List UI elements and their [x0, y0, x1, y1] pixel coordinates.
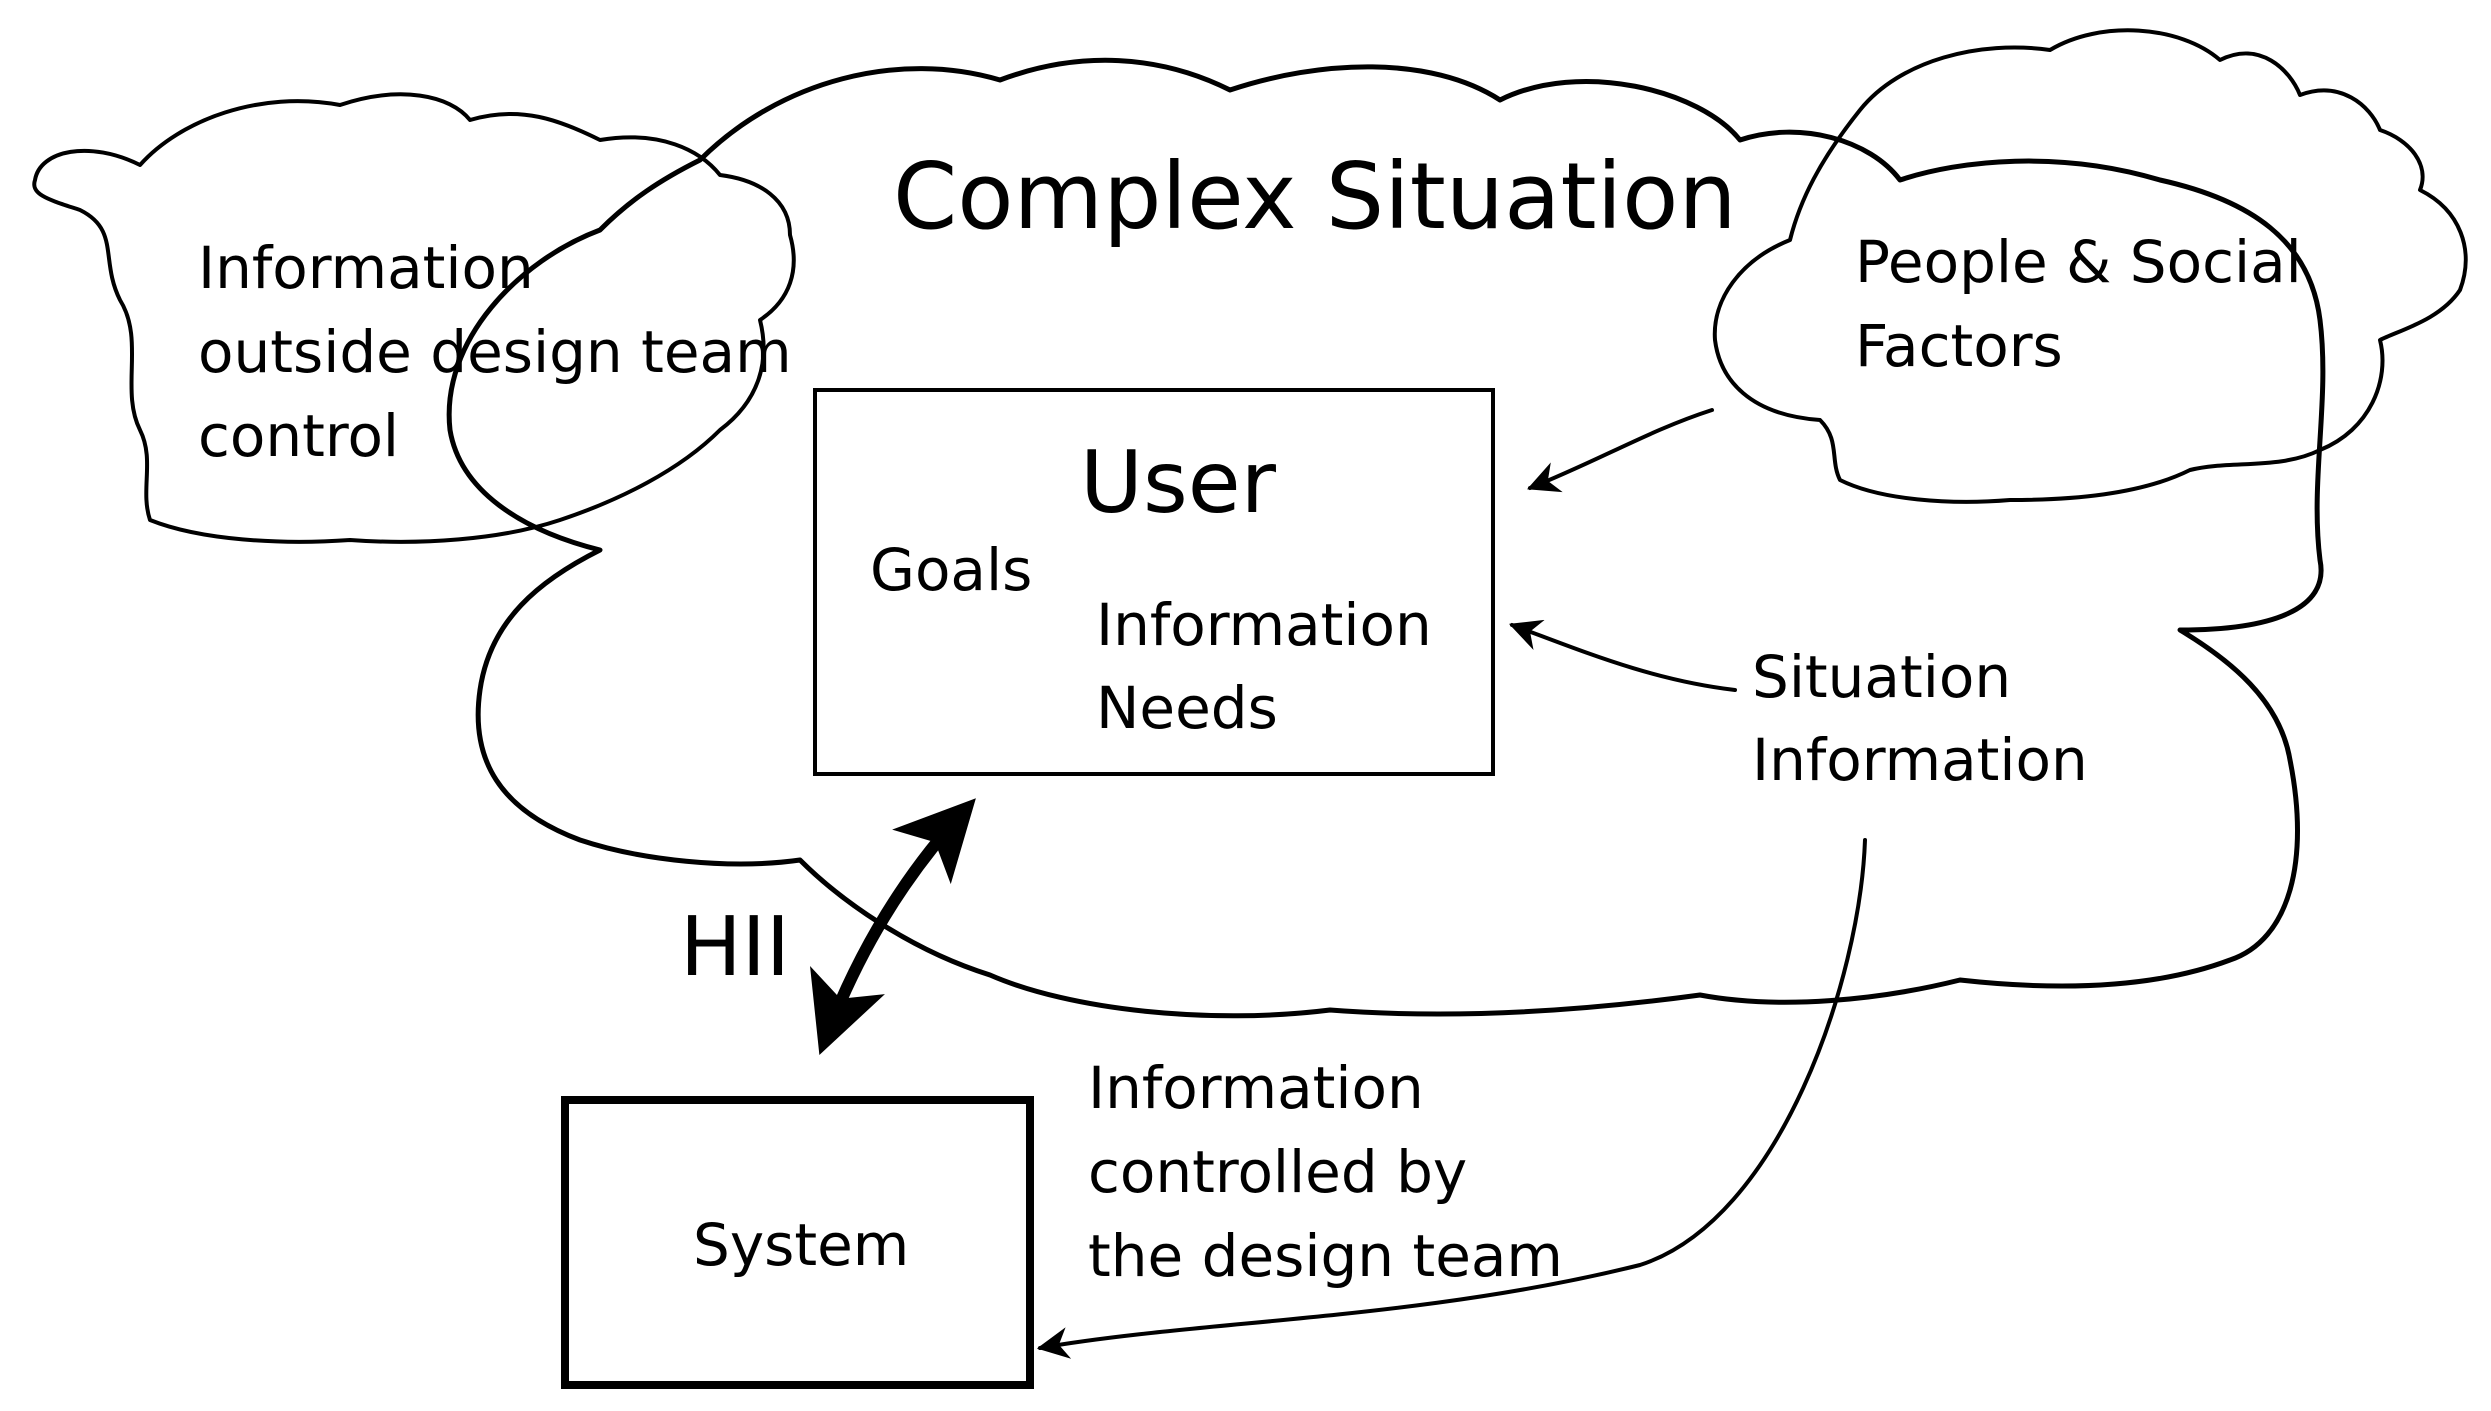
external-info-line: outside design team [198, 318, 792, 386]
user-goals: Goals [870, 536, 1032, 604]
people-social-label: People & Social Factors [1855, 228, 2320, 380]
complex-situation-cloud [446, 57, 2326, 1019]
situation-info-line: Situation [1752, 643, 2011, 711]
situation-info-line: Information [1752, 726, 2088, 794]
situation-to-system-arrow [1036, 838, 1867, 1359]
controlled-info-line: controlled by [1088, 1138, 1467, 1206]
people-to-user-arrow [1527, 408, 1714, 493]
user-info-needs: Information Needs [1096, 591, 1450, 742]
system-label: System [693, 1211, 909, 1279]
system-box [561, 1096, 1034, 1389]
controlled-info-line: the design team [1088, 1222, 1563, 1290]
people-social-line: People & Social [1855, 228, 2302, 296]
hii-label: HII [680, 900, 790, 995]
people-social-cloud [1712, 28, 2468, 504]
diagram-title: Complex Situation [893, 143, 1737, 250]
controlled-info-line: Information [1088, 1054, 1424, 1122]
user-info-needs-line: Needs [1096, 674, 1278, 742]
user-title: User [1080, 433, 1277, 533]
external-info-cloud [32, 92, 796, 544]
user-info-needs-line: Information [1096, 591, 1432, 659]
people-social-line: Factors [1855, 312, 2063, 380]
situation-info-label: Situation Information [1752, 643, 2088, 794]
controlled-info-label: Information controlled by the design tea… [1088, 1054, 1563, 1290]
hii-double-arrow [810, 798, 976, 1055]
situation-to-user-arrow [1508, 619, 1737, 692]
external-info-label: Information outside design team control [198, 234, 810, 470]
user-box [813, 388, 1495, 776]
external-info-line: control [198, 402, 399, 470]
external-info-line: Information [198, 234, 534, 302]
